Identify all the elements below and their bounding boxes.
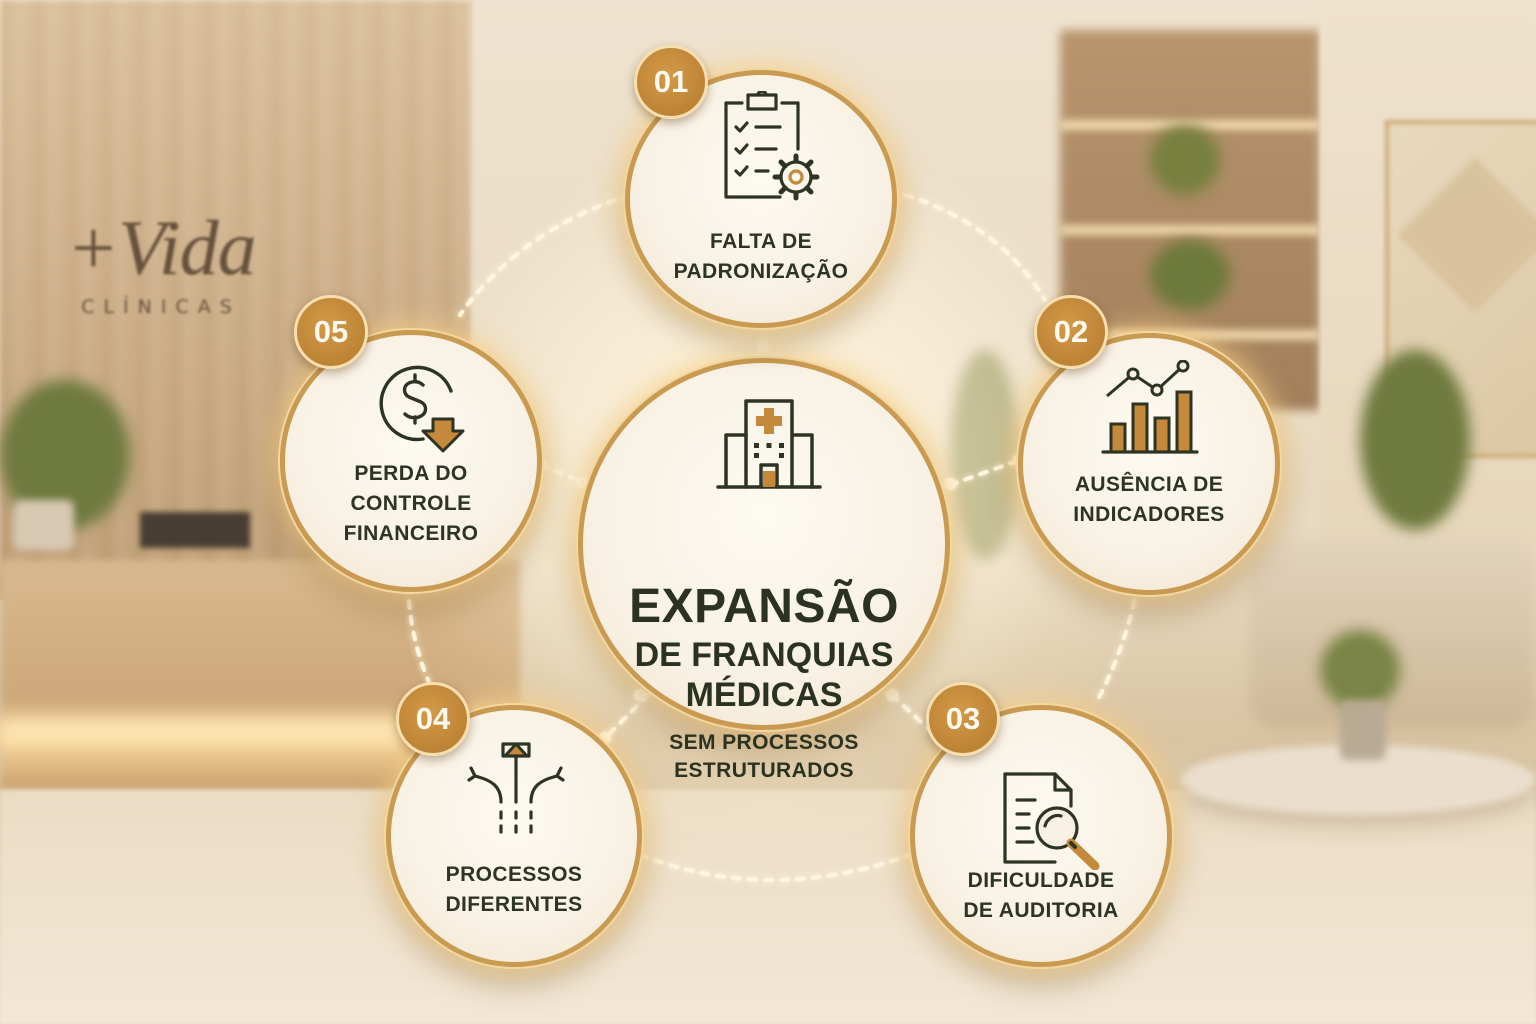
clinic-logo-text: +Vida: [66, 204, 256, 291]
node-02-label-line2: INDICADORES: [1073, 503, 1225, 526]
connector-node: [757, 340, 769, 352]
node-03-label-line2: DE AUDITORIA: [963, 899, 1119, 922]
document-magnifier-icon: [1003, 772, 1100, 870]
node-05-label: PERDA DO CONTROLE FINANCEIRO: [285, 459, 537, 549]
outer-ring-arc: [1093, 583, 1140, 707]
node-04-label-line1: PROCESSOS: [445, 863, 583, 886]
number-badge-02: 02: [1034, 295, 1108, 369]
plant-pot-table: [1340, 700, 1386, 760]
plant-table: [1320, 630, 1400, 710]
outer-ring-arc: [458, 193, 632, 317]
bar-line-chart-icon: [1101, 360, 1199, 454]
connector-node: [886, 689, 898, 701]
node-05-label-line2: CONTROLE: [350, 492, 472, 515]
outer-ring-arc: [903, 193, 1047, 302]
node-02-label: AUSÊNCIA DE INDICADORES: [1023, 470, 1275, 530]
number-badge-01: 01: [634, 45, 708, 119]
center-subtitle-line2: MÉDICAS: [685, 676, 843, 714]
clinic-logo-subtext: CLÍNICAS: [81, 296, 241, 318]
dollar-down-arrow-icon: [379, 365, 465, 453]
clinic-logo: +Vida CLÍNICAS: [46, 204, 276, 319]
node-04-processos: PROCESSOS DIFERENTES: [386, 705, 642, 967]
node-04-label-line2: DIFERENTES: [445, 893, 583, 916]
center-caption-line1: SEM PROCESSOS: [669, 731, 859, 754]
spoke-line: [603, 693, 650, 740]
outer-ring-arc: [638, 853, 912, 882]
number-badge-03: 03: [926, 682, 1000, 756]
node-01-label-line2: PADRONIZAÇÃO: [673, 260, 849, 283]
connector-node: [634, 689, 646, 701]
spoke-line: [948, 458, 1022, 487]
spoke-line: [538, 463, 587, 485]
number-badge-04: 04: [396, 682, 470, 756]
hospital-building-icon: [716, 399, 822, 489]
node-03-label: DIFICULDADE DE AUDITORIA: [915, 866, 1167, 926]
reception-monitor: [140, 512, 250, 548]
node-02-label-line1: AUSÊNCIA DE: [1074, 473, 1224, 496]
node-01-label: FALTA DE PADRONIZAÇÃO: [630, 227, 892, 287]
center-subtitle-line1: DE FRANQUIAS: [634, 636, 894, 674]
node-02-indicadores: AUSÊNCIA DE INDICADORES: [1018, 333, 1280, 595]
node-05-label-line3: FINANCEIRO: [343, 522, 479, 545]
number-badge-05: 05: [294, 295, 368, 369]
node-05-label-line1: PERDA DO: [354, 462, 468, 485]
node-05-financeiro: PERDA DO CONTROLE FINANCEIRO: [280, 330, 542, 592]
plant-pot-left: [14, 500, 74, 550]
center-node: EXPANSÃO DE FRANQUIAS MÉDICAS SEM PROCES…: [578, 358, 950, 782]
clipboard-checklist-gear-icon: [724, 91, 820, 201]
diverging-arrows-icon: [467, 742, 565, 834]
node-01-label-line1: FALTA DE: [710, 230, 812, 253]
connector-node: [944, 478, 956, 490]
center-title: EXPANSÃO: [629, 580, 899, 633]
node-04-label: PROCESSOS DIFERENTES: [391, 860, 637, 920]
node-03-label-line1: DIFICULDADE: [967, 869, 1115, 892]
center-caption-line2: ESTRUTURADOS: [674, 759, 854, 782]
background-sofa: [1250, 540, 1536, 730]
plant-right: [1360, 350, 1470, 530]
node-01-padronizacao: FALTA DE PADRONIZAÇÃO: [625, 70, 897, 328]
